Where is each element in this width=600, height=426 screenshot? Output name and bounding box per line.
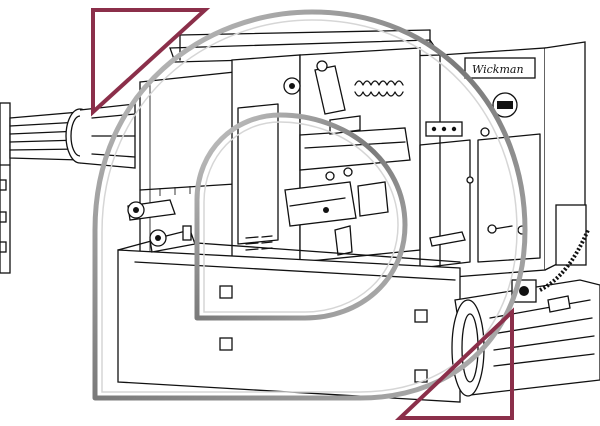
bar-stock-tubes <box>0 102 136 274</box>
spring-coil <box>354 80 404 97</box>
accent-bracket-top-left <box>91 8 211 117</box>
control-cabinet: Wickman <box>419 41 587 279</box>
brand-plate <box>464 57 536 79</box>
vent-slots <box>245 235 273 251</box>
drive-motor <box>451 229 600 397</box>
d-monogram-logo <box>91 8 528 420</box>
cabinet-handle <box>429 231 466 247</box>
accent-bracket-bottom-right <box>394 307 514 420</box>
brand-plate-text: Wickman <box>472 63 524 76</box>
machine-frame <box>139 29 442 273</box>
